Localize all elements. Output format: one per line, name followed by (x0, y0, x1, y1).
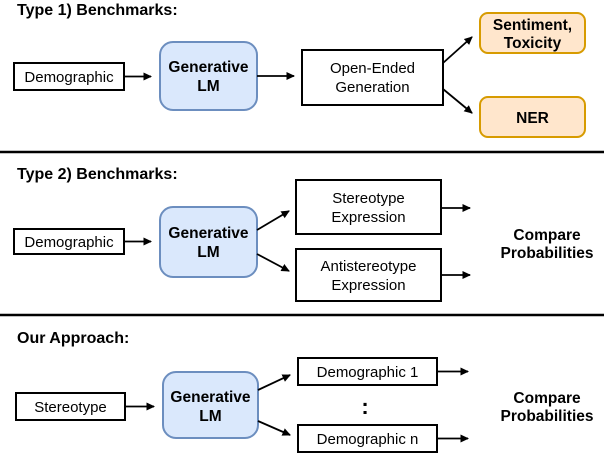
open-ended-generation-label-line1: Open-Ended (330, 60, 415, 77)
demographic-box-label: Demographic (24, 69, 114, 86)
generative-lm-label-line2: LM (197, 244, 219, 261)
demographic-box-label: Demographic (24, 234, 114, 251)
demographic-box (13, 62, 125, 91)
section-type1-benchmarks: Type 1) Benchmarks: Demographic Generati… (13, 2, 586, 138)
demographic-box (13, 228, 125, 255)
generative-lm-label-line2: LM (199, 408, 221, 425)
vertical-ellipsis-icon: : (361, 394, 368, 419)
antistereotype-expression-label-line2: Expression (331, 277, 405, 294)
demographic-n-label: Demographic n (317, 431, 419, 448)
ner-box (479, 96, 586, 138)
stereotype-box (15, 392, 126, 421)
generative-lm-label-line2: LM (197, 78, 219, 95)
sentiment-toxicity-label-line1: Sentiment, (493, 17, 572, 34)
arrow-lm-to-demographic1 (257, 374, 291, 391)
stereotype-box-label: Stereotype (34, 399, 107, 416)
sentiment-toxicity-box (479, 12, 586, 54)
generative-lm-label-line1: Generative (170, 389, 251, 406)
generative-lm-box (162, 371, 259, 439)
arrow-generation-to-sentiment (442, 36, 473, 64)
section-type2-benchmarks: Type 2) Benchmarks: Demographic Generati… (13, 166, 594, 302)
section-heading: Our Approach: (17, 330, 129, 347)
generative-lm-label-line1: Generative (168, 59, 249, 76)
section-our-approach: Our Approach: Stereotype Generative LM D… (15, 330, 594, 453)
generative-lm-label-line1: Generative (168, 225, 249, 242)
stereotype-expression-label-line1: Stereotype (332, 190, 405, 207)
arrow-lm-to-demographicn (257, 420, 291, 436)
demographic-1-label: Demographic 1 (317, 364, 419, 381)
ner-label: NER (516, 110, 549, 127)
arrow-lm-to-antistereotype (256, 253, 290, 272)
demographic-n-box (297, 424, 438, 453)
section-heading: Type 2) Benchmarks: (17, 166, 178, 183)
antistereotype-expression-box (295, 248, 442, 302)
generative-lm-box (159, 41, 258, 111)
compare-probabilities-label-line1: Compare (513, 390, 581, 407)
generative-lm-box (159, 206, 258, 278)
sentiment-toxicity-label-line2: Toxicity (504, 35, 562, 52)
arrow-lm-to-stereotype (256, 210, 290, 231)
open-ended-generation-label-line2: Generation (335, 79, 409, 96)
stereotype-expression-label-line2: Expression (331, 209, 405, 226)
antistereotype-expression-label-line1: Antistereotype (321, 258, 417, 275)
compare-probabilities-label-line2: Probabilities (500, 245, 593, 262)
compare-probabilities-label-line2: Probabilities (500, 408, 593, 425)
compare-probabilities-label-line1: Compare (513, 227, 581, 244)
arrow-generation-to-ner (442, 88, 473, 114)
section-heading: Type 1) Benchmarks: (17, 2, 178, 19)
open-ended-generation-box (301, 49, 444, 106)
stereotype-expression-box (295, 179, 442, 235)
